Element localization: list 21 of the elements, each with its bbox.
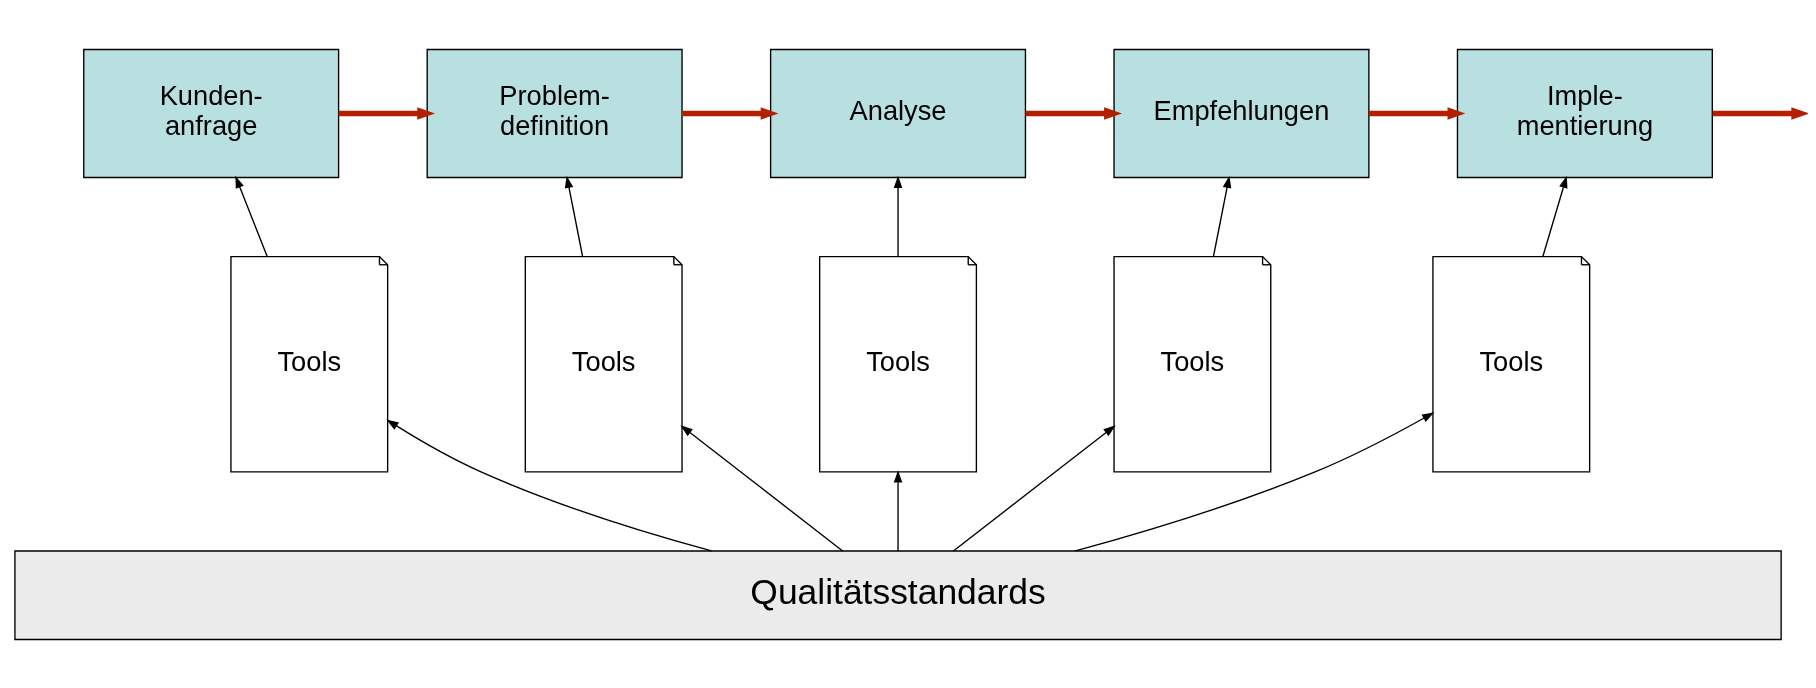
arrow <box>385 418 712 552</box>
arrow <box>893 175 902 257</box>
arrow <box>1368 106 1465 120</box>
node-box: Analyse <box>769 48 1026 178</box>
node-box: Qualitätsstandards <box>13 549 1782 640</box>
arrow <box>952 424 1116 552</box>
arrow <box>1712 106 1808 120</box>
arrow <box>1212 175 1231 257</box>
arrow <box>680 424 843 552</box>
arrow <box>234 175 268 257</box>
arrow <box>681 106 778 120</box>
arrow <box>893 469 902 552</box>
arrow <box>1025 106 1122 120</box>
arrow <box>338 106 435 120</box>
node-box: Problem- definition <box>426 48 683 178</box>
node-box: Empfehlungen <box>1112 48 1370 178</box>
node-box: Kunden- anfrage <box>82 48 339 178</box>
arrow <box>1541 175 1567 257</box>
arrow <box>564 175 583 257</box>
arrow <box>1074 411 1434 552</box>
node-box: Imple- mentierung <box>1456 48 1713 178</box>
